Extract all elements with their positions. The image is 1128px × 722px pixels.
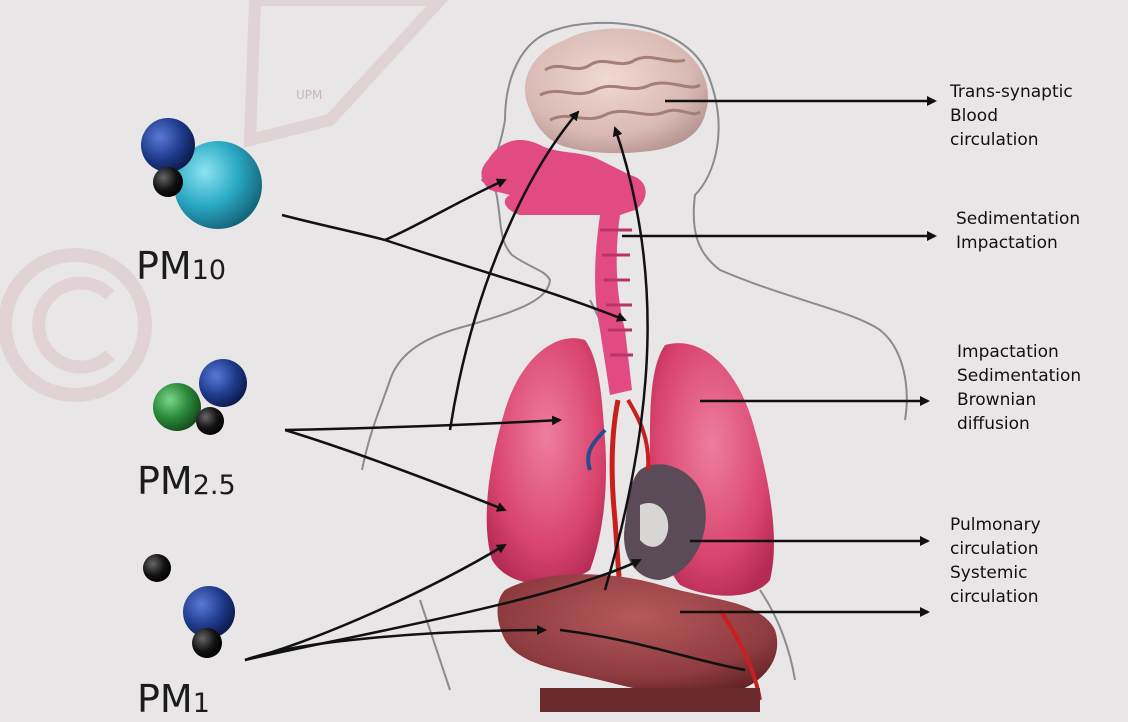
- label-brain-deposition: Trans-synaptic Blood circulation: [950, 80, 1073, 152]
- pm10-to-nasal: [385, 180, 505, 240]
- label-circulation: Pulmonary circulation Systemic circulati…: [950, 513, 1041, 609]
- label-airway-deposition: Sedimentation Impactation: [956, 207, 1080, 255]
- label-lung-deposition: Impactation Sedimentation Brownian diffu…: [957, 340, 1081, 436]
- pm2.5-to-lower-lung: [285, 430, 505, 510]
- pm1-to-lung: [245, 545, 505, 660]
- pm10-path: [282, 215, 385, 240]
- pm10-to-trachea: [385, 240, 625, 320]
- pm2.5-label: PM2.5: [137, 462, 236, 500]
- pm1-label: PM1: [137, 680, 210, 718]
- watermark-text: UPM: [296, 88, 322, 102]
- pm2.5-particle-icon: [153, 359, 247, 435]
- pm1-particle-icon: [143, 554, 235, 658]
- pm10-label: PM10: [136, 247, 226, 285]
- pm10-particle-icon: [141, 118, 262, 229]
